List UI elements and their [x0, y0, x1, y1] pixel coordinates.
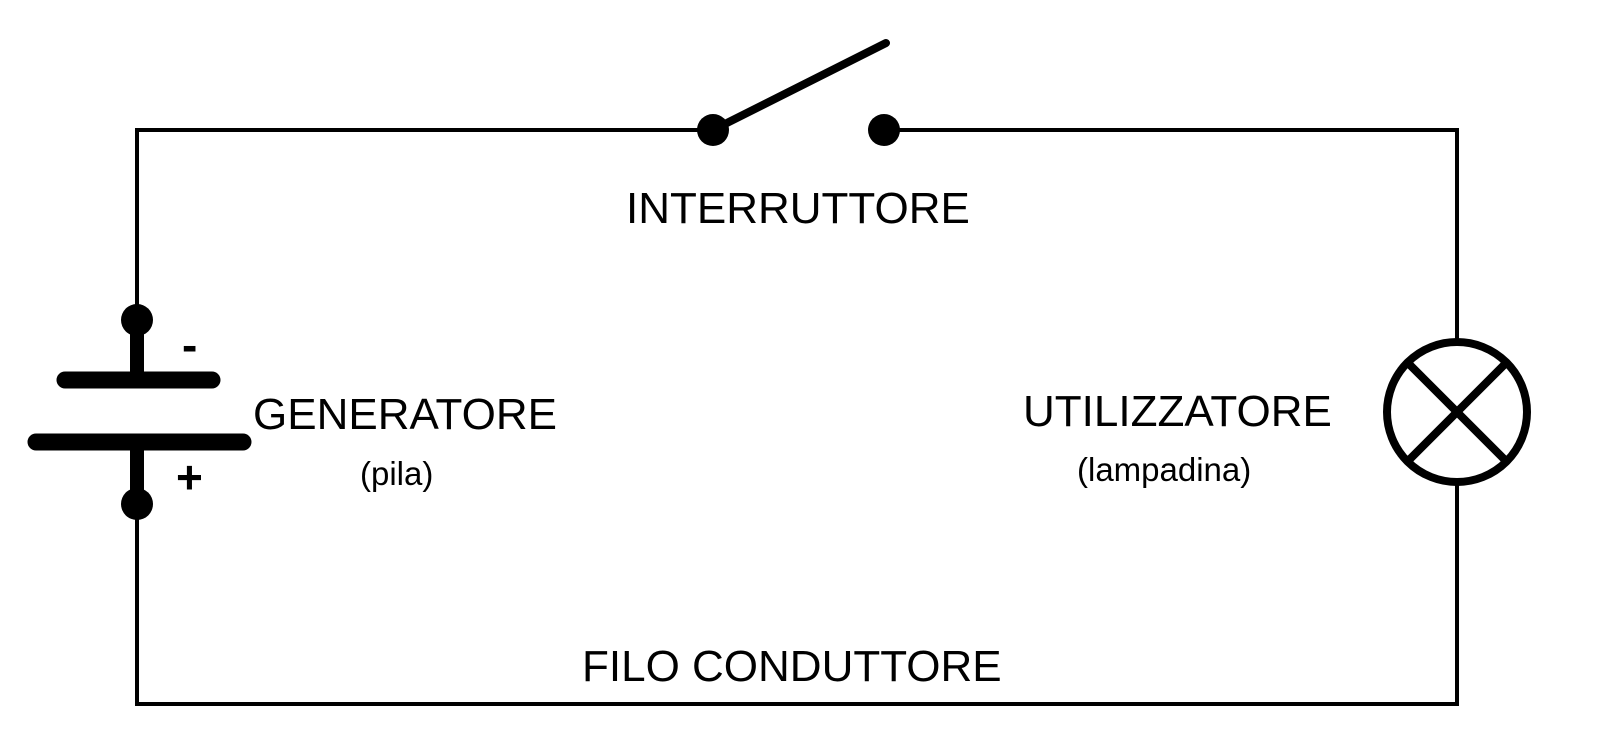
switch-contact-left: [697, 114, 729, 146]
lamp-cross-b: [1404, 359, 1510, 465]
battery-symbol: [27, 304, 252, 520]
battery-positive-sign: +: [176, 451, 203, 503]
battery-negative-sign: -: [182, 319, 198, 371]
generator-sublabel: (pila): [360, 455, 434, 492]
load-sublabel: (lampadina): [1077, 451, 1252, 488]
generator-label: GENERATORE: [253, 390, 557, 439]
lamp-symbol: [1383, 338, 1531, 486]
conductor-wire: [135, 128, 1459, 706]
switch-lever: [709, 39, 890, 134]
switch-contact-right: [868, 114, 900, 146]
battery-terminal-positive: [121, 488, 153, 520]
load-label: UTILIZZATORE: [1023, 387, 1332, 436]
lamp-circle: [1383, 338, 1531, 486]
switch-label: INTERRUTTORE: [626, 184, 970, 233]
wire-label: FILO CONDUTTORE: [582, 642, 1002, 691]
switch-symbol: [697, 39, 900, 146]
